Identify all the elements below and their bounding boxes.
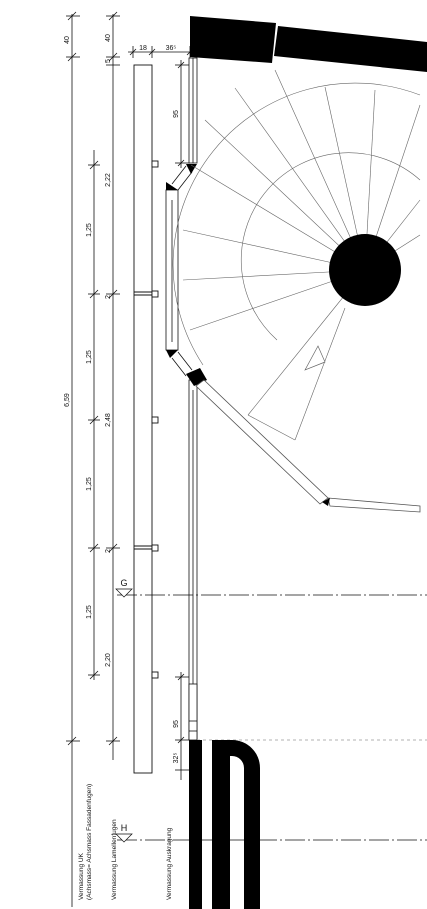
dimension-chain-overall bbox=[66, 11, 80, 907]
label-lamellenfugen: Vermassung Lamellenfugen bbox=[111, 819, 118, 900]
dim-tick-b: 2 bbox=[105, 549, 112, 553]
dimension-top-horizontal bbox=[128, 46, 194, 58]
dim-seg-2-48: 2,48 bbox=[105, 413, 112, 427]
dim-seg-1-25-c: 1,25 bbox=[86, 477, 93, 491]
dim-tick-a: 2 bbox=[105, 295, 112, 299]
dim-window-bottom: 95 bbox=[173, 720, 180, 728]
railing-end-marker bbox=[322, 498, 330, 506]
section-lines bbox=[117, 594, 427, 841]
stair-core bbox=[329, 234, 401, 306]
dimension-chain-segments bbox=[88, 150, 100, 680]
label-auskragung: Vermassung Auskragung bbox=[166, 827, 173, 900]
label-achsmass: (Achsmass= Achsmass Fassadenfugen) bbox=[86, 784, 93, 900]
bottom-wall-elements bbox=[189, 740, 260, 909]
facade-elements bbox=[165, 57, 198, 741]
dim-seg-2-20: 2,20 bbox=[105, 653, 112, 667]
dim-window-top: 95 bbox=[173, 110, 180, 118]
section-marker-g-symbol bbox=[115, 588, 133, 598]
dim-total: 6,59 bbox=[64, 393, 71, 407]
dim-small-top: 5 bbox=[105, 59, 112, 63]
section-marker-g: G bbox=[120, 578, 127, 588]
dim-seg-1-25-b: 1,25 bbox=[86, 350, 93, 364]
stair-railing bbox=[195, 379, 421, 513]
dim-seg-1-25-a: 1,25 bbox=[86, 223, 93, 237]
section-marker-h: H bbox=[121, 823, 128, 833]
dimension-chain-axis bbox=[106, 11, 120, 760]
dim-top-mid: 40 bbox=[105, 34, 112, 42]
facade-column bbox=[133, 64, 159, 774]
dim-bottom-offset: 32⁵ bbox=[173, 753, 180, 764]
top-wall-elements bbox=[190, 16, 427, 72]
section-marker-h-symbol bbox=[115, 833, 133, 843]
dim-col-width: 18 bbox=[139, 45, 147, 52]
stair-direction-arrow bbox=[304, 345, 326, 371]
dim-offset: 36⁵ bbox=[166, 45, 177, 52]
dim-seg-1-25-d: 1,25 bbox=[86, 605, 93, 619]
spiral-stair bbox=[172, 69, 421, 441]
dim-top-left: 40 bbox=[64, 36, 71, 44]
dim-seg-2-22: 2,22 bbox=[105, 173, 112, 187]
label-vermassung-uk: Vermassung UK bbox=[78, 852, 85, 900]
dimension-window bbox=[175, 60, 190, 780]
